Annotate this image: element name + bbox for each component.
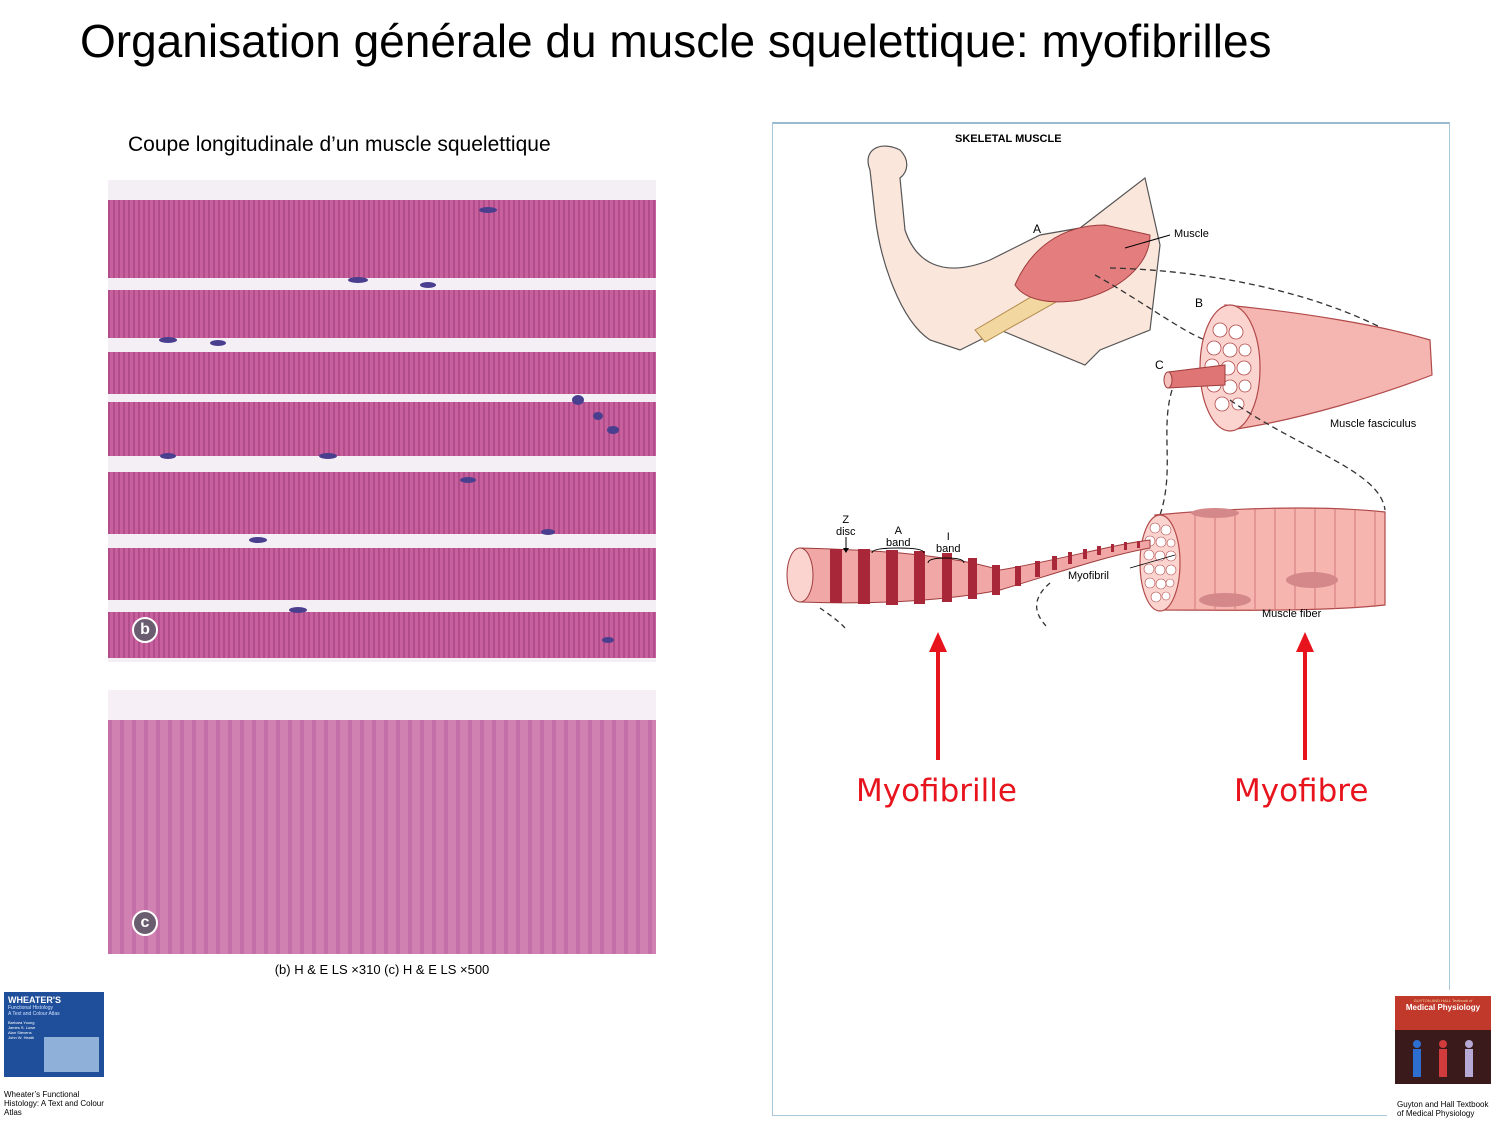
slide-title: Organisation générale du muscle squelett… xyxy=(80,15,1272,67)
micrograph-c: c xyxy=(108,690,656,954)
muscle-fiber-illustration xyxy=(1154,507,1386,611)
panel-b-letter: b xyxy=(132,617,158,643)
wheater-cover-subtitle: Functional Histology A Text and Colour A… xyxy=(8,1005,60,1017)
label-myofibril: Myofibril xyxy=(1068,570,1109,582)
wheater-cover-title: WHEATER'S xyxy=(8,995,61,1005)
diagram-frame xyxy=(772,122,1450,1116)
micrograph-b-image xyxy=(108,180,656,662)
guyton-cover-top: GUYTON AND HALL Textbook of xyxy=(1413,998,1473,1003)
wheater-cover-art: WHEATER'S Functional Histology A Text an… xyxy=(4,992,104,1077)
figure-letter-c: C xyxy=(1155,358,1164,372)
guyton-cover-art: GUYTON AND HALL Textbook of Medical Phys… xyxy=(1395,996,1491,1084)
guyton-caption: Guyton and Hall Textbook of Medical Phys… xyxy=(1397,1100,1489,1118)
guyton-cover-figures xyxy=(1413,1040,1473,1077)
label-muscle-fiber: Muscle fiber xyxy=(1262,608,1322,620)
label-i-band: I band xyxy=(936,531,961,555)
arm-illustration xyxy=(867,145,1161,366)
label-muscle: Muscle xyxy=(1174,228,1209,240)
micrograph-b: b xyxy=(108,180,656,662)
micrograph-c-image xyxy=(108,690,656,954)
figure-title: SKELETAL MUSCLE xyxy=(955,133,1062,145)
panel-c-letter: c xyxy=(132,910,158,936)
biceps-muscle xyxy=(1014,224,1151,303)
guyton-cover-title: Medical Physiology xyxy=(1405,1003,1481,1012)
figure-letter-a: A xyxy=(1033,222,1042,236)
wheater-cover-authors: Barbara Young James S. Lowe Alan Stevens… xyxy=(8,1020,36,1040)
micrograph-caption: Coupe longitudinale d’un muscle squelett… xyxy=(128,133,551,156)
stain-caption: (b) H & E LS ×310 (c) H & E LS ×500 xyxy=(274,962,490,977)
callout-myofibre: Myofibre xyxy=(1234,773,1369,809)
guyton-book-cover: GUYTON AND HALL Textbook of Medical Phys… xyxy=(1387,990,1500,1125)
callout-myofibrille: Myofibrille xyxy=(856,773,1017,809)
figure-letter-b: B xyxy=(1195,296,1204,310)
wheater-caption: Wheater’s Functional Histology: A Text a… xyxy=(4,1090,104,1117)
fasciculus-illustration xyxy=(1224,304,1433,431)
label-z-disc: Z disc xyxy=(836,514,856,538)
label-fasciculus: Muscle fasciculus xyxy=(1330,418,1417,430)
label-a-band: A band xyxy=(886,525,911,549)
wheater-book-cover: WHEATER'S Functional Histology A Text an… xyxy=(0,990,108,1125)
